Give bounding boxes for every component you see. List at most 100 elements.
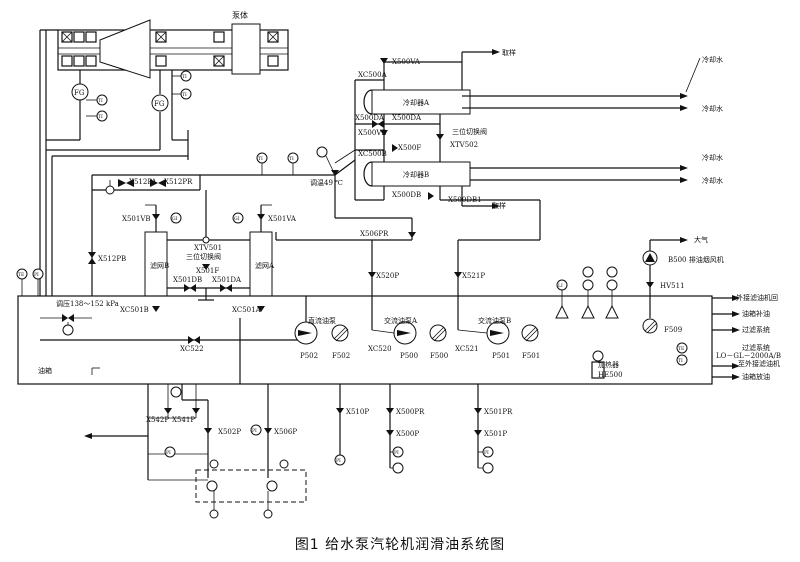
valve-x501p-icon <box>474 430 482 436</box>
p501-label: P501 <box>492 352 510 360</box>
ti-indicator-icon <box>256 152 268 164</box>
valve-x506pr-icon <box>408 232 416 238</box>
cooler-a <box>363 89 471 115</box>
tank-outlets <box>712 295 740 380</box>
x501pr-label: X501PR <box>484 408 513 416</box>
pressure-switch-icon <box>263 509 273 519</box>
x501f-label: X501F <box>196 267 219 275</box>
x506p-label: X506P <box>274 428 297 436</box>
gi-indicator-icon <box>170 212 182 224</box>
valve-x500db-icon <box>428 192 434 200</box>
valve-x501va-icon <box>257 214 265 220</box>
xc500b-label: XC500B <box>358 150 387 158</box>
valve-x500va-icon <box>380 58 388 64</box>
cooling-water-label-3: 冷却水 <box>702 153 723 162</box>
three-way-valve-1-label: 三位切换阀 <box>452 127 487 136</box>
ti-label-right: TI <box>678 358 683 364</box>
cooler-a-label: 冷却器A <box>403 98 430 107</box>
ti-label-2: TI <box>98 114 103 120</box>
temp-adjust-label: 调温49 ℃ <box>310 178 343 187</box>
valve-x501db-icon <box>184 284 190 292</box>
valve-x506p-icon <box>264 428 272 434</box>
cooling-water-label-2: 冷却水 <box>702 104 723 113</box>
three-way-valve-xtv502-icon <box>436 134 444 140</box>
x500db-label: X500DB <box>392 191 421 199</box>
cooling-water-label-1: 冷却水 <box>702 55 723 64</box>
ti-indicator-icon <box>676 354 688 366</box>
x501p-label: X501P <box>484 430 507 438</box>
filter-system-label-2: 过滤系统 <box>742 343 770 352</box>
valve-x500vb-icon <box>380 130 388 136</box>
cooler-piping <box>334 51 541 240</box>
x512pb-label: X512PB <box>98 255 126 263</box>
xc522-label: XC522 <box>180 345 204 353</box>
cooling-water-lines <box>462 49 688 209</box>
valve-x501da-icon <box>220 284 226 292</box>
pi-indicator-icon <box>250 424 262 436</box>
ti-label-6: TI <box>289 156 294 162</box>
x501vb-label: X501VB <box>122 215 151 223</box>
pressure-switch-icon <box>392 462 404 474</box>
f501-label: F501 <box>522 352 540 360</box>
level-switch-icon <box>606 279 618 291</box>
x500vb-label: X500VB <box>358 129 387 137</box>
pressure-switch-icon <box>209 509 219 519</box>
valve-xc501a-icon <box>257 306 265 312</box>
xtv502-label: XTV502 <box>450 141 478 149</box>
pi-label-left: PI <box>34 272 39 278</box>
valve-x502p-icon <box>204 428 212 434</box>
valve-xc522-icon <box>188 336 194 344</box>
xc521-label: XC521 <box>455 345 479 353</box>
valve-x520p-icon <box>368 272 376 278</box>
three-way-valve-xtv501-icon <box>202 236 210 244</box>
valve-x542p-icon <box>164 408 172 414</box>
flow-gauge-1-icon <box>71 83 89 101</box>
te-label-right: TE <box>678 346 684 352</box>
ext-filter-label: 至外接滤油机 <box>738 359 780 368</box>
figure-caption: 图1 给水泵汽轮机润滑油系统图 <box>294 537 506 553</box>
pump-body-label: 泵体 <box>232 10 248 20</box>
he500-label: HE500 <box>598 371 623 379</box>
xtv501-label: XTV501 <box>194 244 222 252</box>
te-label: TE <box>18 272 24 278</box>
pi-label-x510: PI <box>336 458 341 464</box>
ext-filter-return-label: 外接滤油机回 <box>736 293 778 302</box>
pi-indicator-icon <box>62 324 74 336</box>
valve-x512pa-icon <box>118 179 134 187</box>
f502-label: F502 <box>332 352 350 360</box>
ac-pump-b-label: 交流油泵B <box>478 316 511 325</box>
cooler-b <box>363 161 471 187</box>
pi-indicator-icon <box>334 454 346 466</box>
x501db-label: X501DB <box>173 276 202 284</box>
valve-x512pb-icon <box>88 252 96 258</box>
pressure-switch-icon <box>482 462 494 474</box>
pi-label-x501: PI <box>484 450 489 456</box>
valve-xc501b-icon <box>152 306 160 312</box>
li-label: LI <box>558 283 563 289</box>
dashed-assembly <box>195 469 307 503</box>
pi-label-bottom-2: PI <box>166 450 171 456</box>
filter-block <box>144 190 273 301</box>
turbine-assembly: 泵体 <box>57 10 289 79</box>
x506pr-label: X506PR <box>360 230 389 238</box>
tank-drain-label: 油箱放油 <box>742 372 770 381</box>
ti-label-4: TI <box>182 92 187 98</box>
cooler-b-label: 冷却器B <box>403 170 429 179</box>
xc501b-label: XC501B <box>120 306 149 314</box>
x520p-label: X520P <box>376 272 399 280</box>
f509-label: F509 <box>664 326 682 334</box>
x500va-label: X500VA <box>392 58 421 66</box>
sampling-label-1: 取样 <box>502 48 516 57</box>
pi-indicator-icon <box>164 446 176 458</box>
b500-label: B500 排油烟风机 <box>668 255 724 264</box>
valve-x510p-icon <box>336 408 344 414</box>
filter-b-label: 滤网B <box>150 261 169 270</box>
valve-x500p-icon <box>386 430 394 436</box>
dc-pump-label: 直流油泵 <box>308 316 336 325</box>
f500-label: F500 <box>430 352 448 360</box>
valve-x501f-icon <box>202 264 210 270</box>
bottom-piping <box>84 318 479 481</box>
xc501a-label: XC501A <box>232 306 262 314</box>
x500p-label: X500P <box>396 430 419 438</box>
